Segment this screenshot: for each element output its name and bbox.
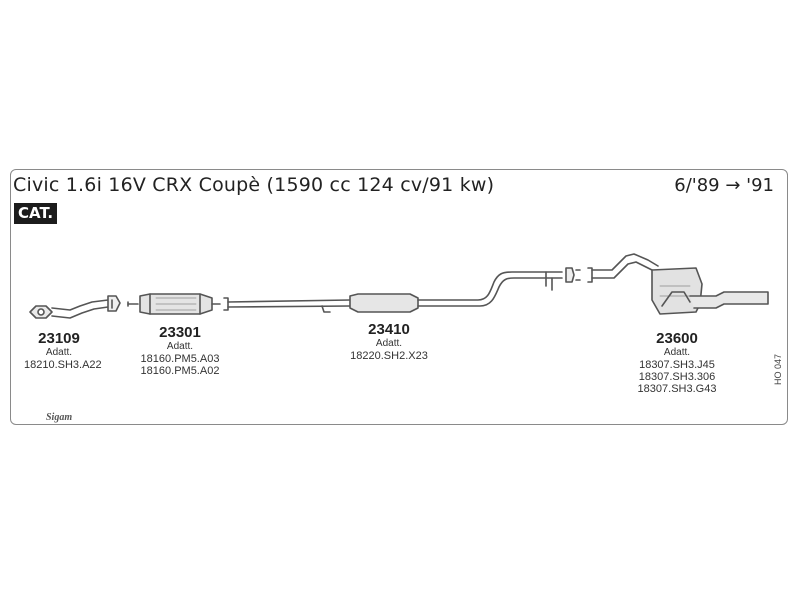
part-number: 23301 (159, 324, 201, 341)
catalytic-converter-23301 (127, 293, 221, 315)
diagram-code: HO 047 (773, 353, 783, 385)
oem-reference: 18220.SH2.X23 (350, 350, 428, 362)
oem-reference: 18210.SH3.A22 (24, 359, 102, 371)
oem-reference: 18307.SH3.G43 (637, 383, 717, 395)
oem-reference: 18160.PM5.A03 (140, 353, 220, 365)
oem-reference: 18307.SH3.J45 (639, 359, 715, 371)
brand-logo: Sigam (46, 412, 73, 423)
front-pipe-23109 (29, 295, 121, 319)
oem-reference: 18307.SH3.306 (638, 371, 716, 383)
catalyst-badge: CAT. (14, 203, 58, 224)
part-23301[interactable]: 23301 Adatt. 18160.PM5.A03 18160.PM5.A02 (134, 324, 226, 378)
part-number: 23109 (38, 330, 80, 347)
adaptation-label: Adatt. (375, 338, 403, 349)
middle-pipe-23410 (223, 267, 581, 313)
oem-reference: 18160.PM5.A02 (140, 365, 220, 377)
diagram-frame (10, 169, 788, 425)
vehicle-title: Civic 1.6i 16V CRX Coupè (1590 cc 124 cv… (13, 174, 495, 196)
adaptation-label: Adatt. (45, 347, 73, 358)
part-23410[interactable]: 23410 Adatt. 18220.SH2.X23 (342, 321, 436, 363)
part-number: 23410 (368, 321, 410, 338)
rear-silencer-23600 (587, 253, 769, 315)
part-23109[interactable]: 23109 Adatt. 18210.SH3.A22 (24, 330, 102, 372)
part-number: 23600 (656, 330, 698, 347)
model-years: 6/'89 → '91 (674, 175, 774, 196)
part-23600[interactable]: 23600 Adatt. 18307.SH3.J45 18307.SH3.306… (630, 330, 724, 396)
adaptation-label: Adatt. (663, 347, 691, 358)
adaptation-label: Adatt. (166, 341, 194, 352)
